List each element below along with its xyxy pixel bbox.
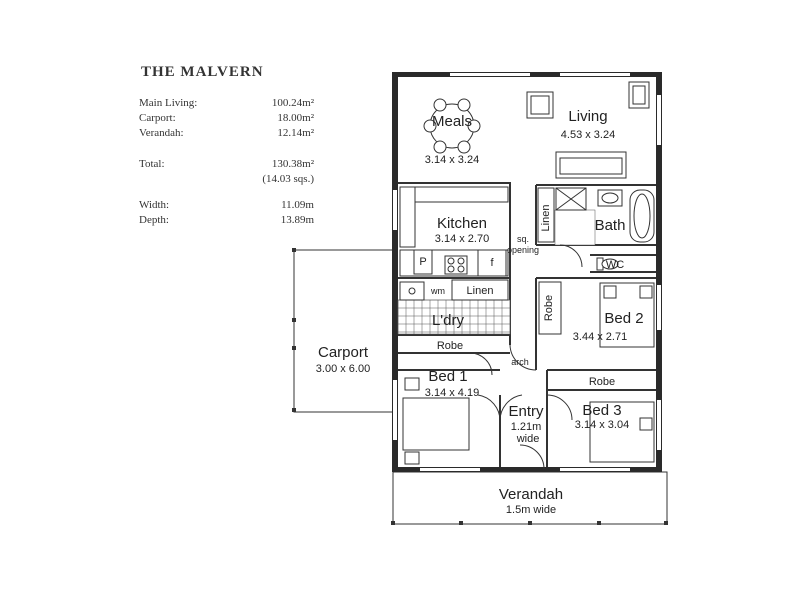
kitchen-bench (399, 186, 509, 277)
armchair-icon (628, 81, 650, 109)
spec-value: 18.00m² (277, 112, 314, 124)
fridge-icon (477, 249, 507, 277)
room-name-bed2: Bed 2 (604, 310, 643, 327)
spec-label: Width: (139, 199, 170, 211)
bed-icon (402, 377, 470, 465)
room-dims-entry-wide: wide (516, 433, 540, 445)
room-name-verandah: Verandah (499, 486, 563, 503)
linen-cupboard (451, 279, 509, 301)
spec-label: Main Living: (139, 97, 198, 109)
pantry-icon (413, 249, 433, 275)
room-name-carport: Carport (318, 344, 369, 361)
fridge-label: f (490, 257, 494, 269)
room-name-bed3: Bed 3 (582, 402, 621, 419)
spec-value: 100.24m² (271, 97, 314, 109)
arch-label: arch (511, 357, 529, 367)
linen-cupboard-bath (537, 187, 555, 243)
room-dims-bed3: 3.14 x 3.04 (575, 419, 629, 431)
room-name-robe-bed2: Robe (543, 295, 555, 321)
spec-label: Depth: (139, 214, 169, 226)
spec-label: Verandah: (139, 127, 184, 139)
room-name-robe-bed1: Robe (437, 340, 463, 352)
sofa-icon (555, 151, 627, 179)
room-name-living: Living (568, 108, 607, 125)
spec-value: 13.89m (280, 214, 314, 226)
bed-icon (599, 282, 655, 348)
door-swings (469, 244, 583, 470)
laundry-floor-tiles (397, 299, 511, 335)
room-name-linen-laundry: Linen (467, 285, 494, 297)
room-name-linen-bath: Linen (540, 205, 552, 232)
room-name-bed1: Bed 1 (428, 368, 467, 385)
bath-fixtures (537, 187, 655, 243)
room-dims-bed2: 3.44 x 2.71 (573, 331, 627, 343)
spec-value: 12.14m² (277, 127, 314, 139)
toilet-icon (596, 257, 619, 271)
room-dims-kitchen: 3.14 x 2.70 (435, 233, 489, 245)
room-dims-verandah: 1.5m wide (506, 504, 556, 516)
room-dims-meals: 3.14 x 3.24 (425, 154, 479, 166)
room-name-laundry: L'dry (432, 312, 465, 329)
dining-table-icon (423, 98, 481, 154)
washing-machine-label: wm (430, 286, 445, 296)
pantry-label: P (419, 256, 426, 268)
bed-icon (589, 401, 655, 463)
room-name-kitchen: Kitchen (437, 215, 487, 232)
bath-floor-tiles (554, 209, 596, 246)
interior-walls (398, 182, 656, 467)
room-name-entry: Entry (508, 403, 544, 420)
cooktop-icon (444, 255, 468, 275)
sq-opening-label-2: opening (507, 245, 539, 255)
plan-title: THE MALVERN (141, 64, 264, 80)
room-dims-carport: 3.00 x 6.00 (316, 363, 370, 375)
room-dims-bed1: 3.14 x 4.19 (425, 387, 479, 399)
spec-value: 130.38m² (271, 158, 314, 170)
room-name-bath: Bath (595, 217, 626, 234)
room-name-meals: Meals (432, 113, 472, 130)
room-name-wc: WC (606, 259, 624, 271)
carport-outline (292, 248, 395, 413)
armchair-icon (526, 91, 554, 119)
spec-label: Total: (139, 158, 165, 170)
room-dims-entry: 1.21m (511, 421, 542, 433)
spec-label: Carport: (139, 112, 176, 124)
exterior-walls (392, 72, 662, 472)
robe-bed2 (538, 281, 562, 335)
specification-panel: THE MALVERN Main Living: 100.24m² Carpor… (0, 0, 320, 240)
spec-value: (14.03 sqs.) (262, 173, 314, 185)
laundry-fixtures (399, 279, 509, 301)
room-name-robe-bed3: Robe (589, 376, 615, 388)
spec-value: 11.09m (281, 199, 314, 211)
room-dims-living: 4.53 x 3.24 (561, 129, 615, 141)
sq-opening-label: sq. (517, 234, 529, 244)
